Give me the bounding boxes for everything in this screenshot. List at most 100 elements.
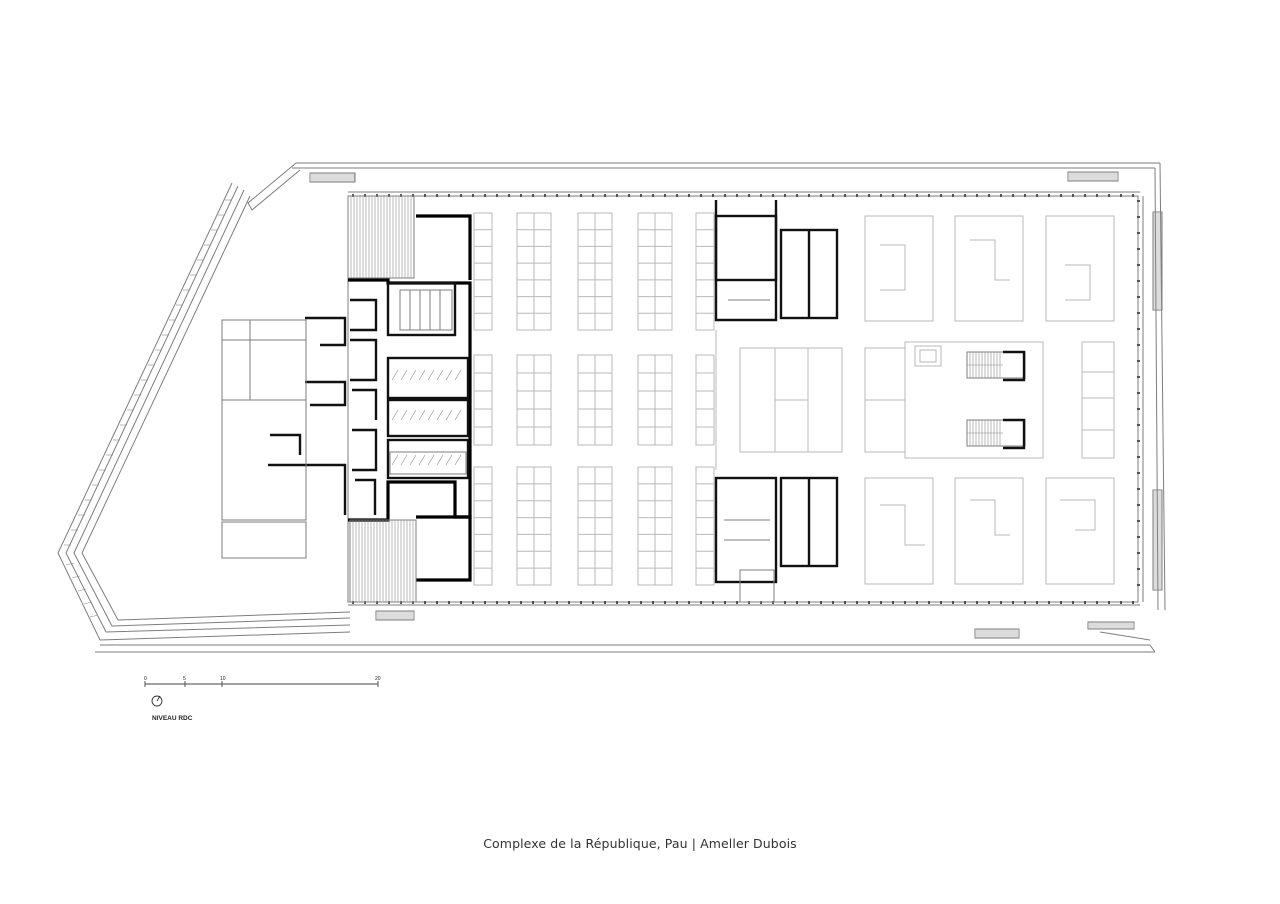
perimeter-hatch: [64, 199, 232, 618]
facade-post: [580, 601, 582, 604]
drawing-caption: Complexe de la République, Pau | Ameller…: [483, 836, 797, 851]
facade-post: [880, 194, 882, 197]
facade-post: [424, 601, 426, 604]
site-perimeter: [57, 162, 1166, 653]
parking-slat: [418, 454, 426, 466]
facade-post: [1137, 568, 1140, 570]
facade-post: [1137, 344, 1140, 346]
facade-post: [424, 194, 426, 197]
parking-block: [695, 354, 715, 446]
facade-post: [760, 194, 762, 197]
parking-slat: [418, 409, 426, 421]
facade-post: [700, 601, 702, 604]
parking-slat: [445, 369, 453, 381]
scale-bar: 0 5 10 20: [144, 676, 381, 687]
facade-post: [1137, 328, 1140, 330]
facade-post: [1132, 601, 1134, 604]
facade-post: [1137, 232, 1140, 234]
facade-post: [1000, 601, 1002, 604]
parking-slat: [436, 454, 444, 466]
facade-post: [532, 601, 534, 604]
parking-slat: [454, 369, 462, 381]
facade-post: [628, 601, 630, 604]
facade-post: [544, 601, 546, 604]
parking-slat: [427, 409, 435, 421]
scale-tick-10: 10: [220, 676, 226, 682]
facade-post: [628, 194, 630, 197]
facade-post: [724, 601, 726, 604]
hall-stair-treads: [967, 352, 1003, 446]
facade-post: [964, 601, 966, 604]
facade-post: [604, 601, 606, 604]
parking-block: [473, 354, 493, 446]
parking-slat: [427, 454, 435, 466]
facade-post: [868, 194, 870, 197]
parking-slat: [400, 409, 408, 421]
facade-post: [1137, 312, 1140, 314]
facade-post: [472, 194, 474, 197]
facade-post: [892, 194, 894, 197]
facade-post: [988, 194, 990, 197]
scale-tick-20: 20: [375, 676, 381, 682]
facade-post: [772, 194, 774, 197]
facade-post: [1137, 200, 1140, 202]
west-wing-rooms: [268, 281, 470, 515]
facade-post: [952, 601, 954, 604]
service-cores: [714, 200, 839, 584]
facade-post: [820, 601, 822, 604]
facade-post: [880, 601, 882, 604]
facade-post: [1137, 216, 1140, 218]
facade-post: [592, 601, 594, 604]
facade-post: [1120, 194, 1122, 197]
facade-post: [1137, 296, 1140, 298]
facade-post: [640, 601, 642, 604]
facade-post: [856, 601, 858, 604]
parking-slat: [445, 454, 453, 466]
parking-bays: [473, 212, 717, 586]
facade-post: [892, 601, 894, 604]
facade-post: [568, 194, 570, 197]
facade-post: [976, 194, 978, 197]
facade-post: [808, 601, 810, 604]
facade-post: [904, 601, 906, 604]
facade-post: [1012, 601, 1014, 604]
parking-slat: [418, 369, 426, 381]
facade-post: [832, 194, 834, 197]
parking-block: [695, 466, 715, 586]
facade-post: [784, 194, 786, 197]
facade-post: [724, 194, 726, 197]
facade-post: [736, 601, 738, 604]
facade-post: [1012, 194, 1014, 197]
parking-slat: [391, 369, 399, 381]
scale-tick-0: 0: [144, 676, 147, 682]
facade-post: [664, 601, 666, 604]
facade-post: [928, 601, 930, 604]
facade-post: [1137, 472, 1140, 474]
facade-post: [556, 601, 558, 604]
facade-post: [496, 601, 498, 604]
facade-post: [1000, 194, 1002, 197]
facade-post: [796, 601, 798, 604]
facade-post: [664, 194, 666, 197]
facade-post: [1132, 194, 1134, 197]
facade-post: [676, 194, 678, 197]
facade-post: [808, 194, 810, 197]
facade-post: [1137, 264, 1140, 266]
facade-post: [580, 194, 582, 197]
facade-post: [652, 194, 654, 197]
scale-tick-5: 5: [183, 676, 186, 682]
parking-slat: [436, 369, 444, 381]
facade-post: [592, 194, 594, 197]
facade-post: [568, 601, 570, 604]
facade-post: [1137, 456, 1140, 458]
parking-block: [473, 212, 493, 331]
facade-post: [520, 601, 522, 604]
parking-block: [695, 212, 715, 331]
facade-post: [508, 601, 510, 604]
facade-post: [796, 194, 798, 197]
facade-post: [916, 194, 918, 197]
facade-post: [832, 601, 834, 604]
facade-post: [1024, 194, 1026, 197]
parking-slat: [400, 454, 408, 466]
